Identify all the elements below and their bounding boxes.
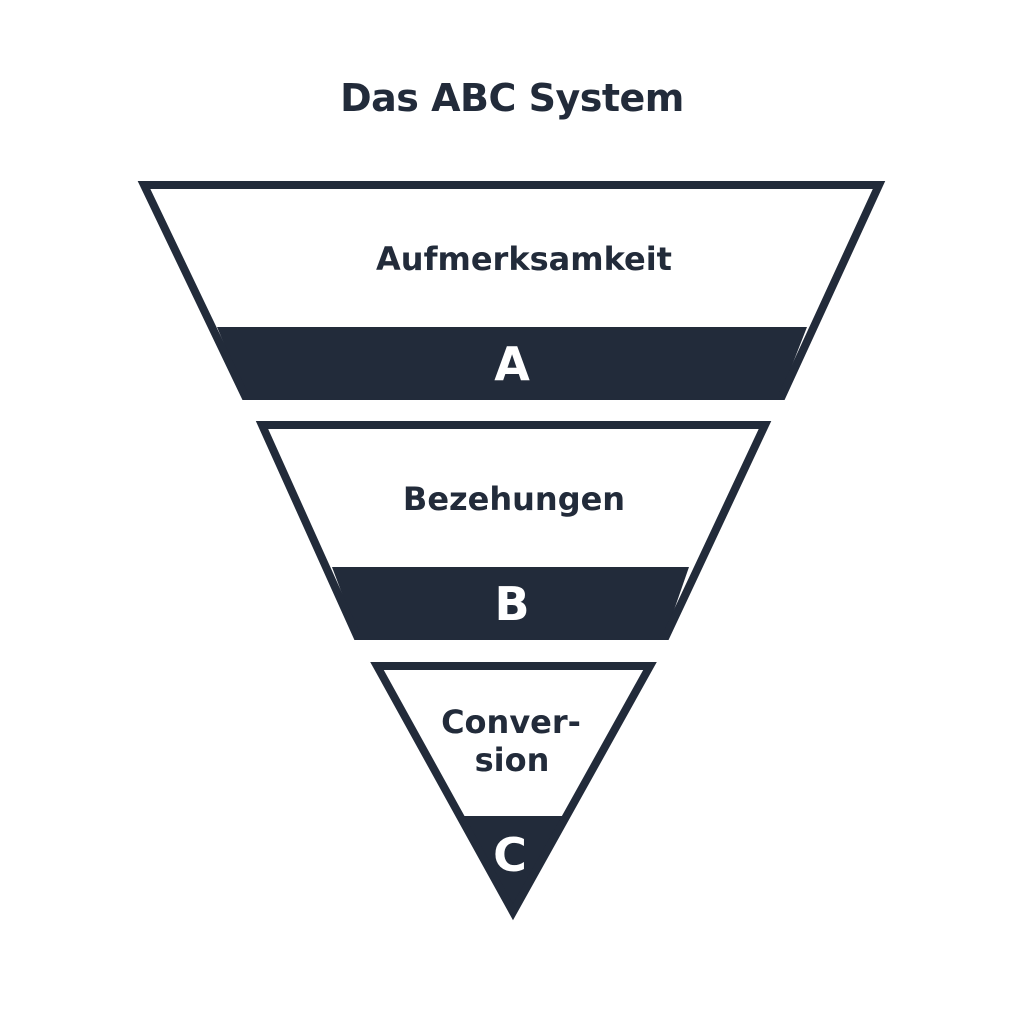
stage-c-band bbox=[461, 816, 564, 912]
funnel-stage-c: Conver- sion C bbox=[370, 662, 657, 921]
stage-c-label-line2: sion bbox=[475, 741, 550, 779]
diagram-title: Das ABC System bbox=[340, 76, 684, 120]
stage-b-letter: B bbox=[494, 577, 529, 631]
stage-a-label: Aufmerksamkeit bbox=[376, 240, 672, 278]
stage-b-outline bbox=[255, 421, 772, 640]
stage-b-band bbox=[332, 567, 689, 636]
stage-c-label-line1: Conver- bbox=[441, 703, 581, 741]
stage-a-outline bbox=[137, 181, 886, 400]
funnel-stage-b: Bezehungen B bbox=[255, 421, 772, 640]
stage-a-letter: A bbox=[494, 337, 530, 391]
stage-c-letter: C bbox=[493, 828, 527, 882]
stage-c-outline bbox=[370, 662, 657, 921]
stage-a-band bbox=[217, 327, 807, 396]
stage-b-label: Bezehungen bbox=[403, 480, 625, 518]
funnel-stage-a: Aufmerksamkeit A bbox=[137, 181, 886, 400]
